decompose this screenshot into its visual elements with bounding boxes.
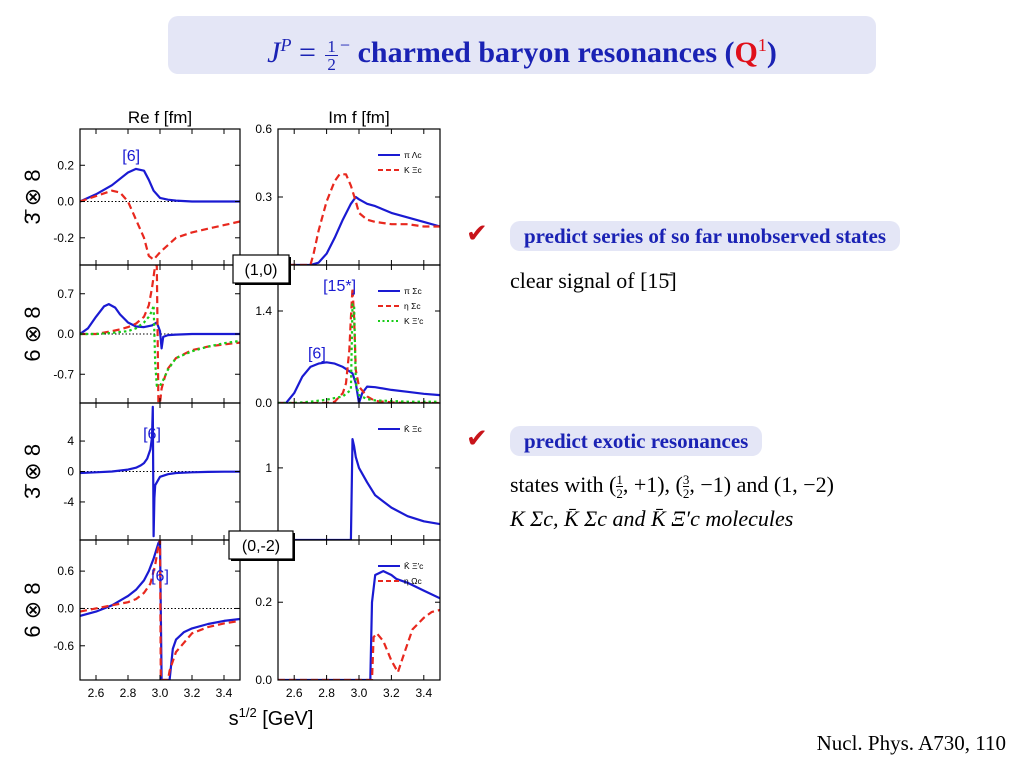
- peak-annotation: [6]: [122, 148, 140, 165]
- x-tick-label: 3.0: [351, 686, 368, 700]
- x-tick-label: 2.6: [286, 686, 303, 700]
- x-tick-label: 3.4: [216, 686, 233, 700]
- point1-detail: clear signal of [15̄]: [510, 268, 677, 293]
- y-tick-label: 4: [67, 434, 74, 448]
- reference-citation: Nucl. Phys. A730, 110: [816, 731, 1006, 755]
- series-line-red: [80, 189, 240, 261]
- series-line-blue: [80, 405, 240, 538]
- y-tick-label: 0.0: [255, 673, 272, 687]
- y-tick-label: 0: [67, 465, 74, 479]
- row-label: 3̄ ⊗ 8: [20, 169, 45, 224]
- y-tick-label: 0.0: [255, 396, 272, 410]
- series-line-red: [278, 173, 440, 265]
- x-tick-label: 3.2: [184, 686, 201, 700]
- peak-annotation: [6]: [308, 346, 326, 363]
- legend-label: K̄ Ξc: [404, 424, 423, 434]
- y-tick-label: 1: [265, 461, 272, 475]
- y-tick-label: 0.2: [57, 158, 74, 172]
- checkmark-icon: ✔: [466, 424, 488, 454]
- legend-label: π Σc: [404, 286, 422, 296]
- x-tick-label: 3.0: [152, 686, 169, 700]
- peak-annotation: [15*]: [323, 278, 356, 295]
- point2-label: predict exotic resonances: [510, 426, 763, 456]
- checkmark-icon: ✔: [466, 219, 488, 249]
- legend-label: η Ωc: [404, 576, 422, 586]
- title-equals: =: [291, 36, 324, 69]
- legend-label: K Ξc: [404, 165, 423, 175]
- y-tick-label: -4: [63, 495, 74, 509]
- y-tick-label: 0.6: [57, 564, 74, 578]
- sector-box: [232, 254, 290, 284]
- x-tick-label: 2.8: [120, 686, 137, 700]
- y-tick-label: 0.7: [57, 287, 74, 301]
- y-tick-label: 0.2: [255, 595, 272, 609]
- y-tick-label: 0.0: [57, 601, 74, 615]
- peak-annotation: [6]: [143, 426, 161, 443]
- x-tick-label: 2.6: [88, 686, 105, 700]
- sector-box: [228, 530, 294, 560]
- row-label: 6 ⊗ 8: [20, 306, 45, 361]
- series-line-blue: [80, 303, 240, 350]
- y-tick-label: -0.6: [53, 639, 74, 653]
- row-label: 3̄ ⊗ 8: [20, 444, 45, 499]
- row-label: 6 ⊗ 8: [20, 582, 45, 637]
- x-tick-label: 3.2: [383, 686, 400, 700]
- column-title: Re f [fm]: [128, 108, 192, 127]
- legend-label: K Ξ′c: [404, 316, 424, 326]
- y-tick-label: 0.3: [255, 190, 272, 204]
- series-line-blue: [80, 167, 240, 203]
- sector-label: (0,-2): [242, 538, 280, 555]
- legend-label: π Λc: [404, 150, 422, 160]
- peak-annotation: [6]: [151, 568, 169, 585]
- x-tick-label: 2.8: [318, 686, 335, 700]
- series-line-blue: [80, 540, 240, 680]
- legend-label: η Σc: [404, 301, 421, 311]
- series-line-blue: [278, 195, 440, 265]
- y-tick-label: -0.7: [53, 367, 74, 381]
- series-line-blue: [278, 569, 440, 680]
- series-line-red: [80, 540, 240, 680]
- y-tick-label: 0.0: [57, 195, 74, 209]
- x-tick-label: 3.4: [415, 686, 432, 700]
- x-axis-label: s1/2 [GeV]: [229, 705, 314, 730]
- series-line-green: [278, 303, 440, 403]
- y-tick-label: 1.4: [255, 304, 272, 318]
- series-line-green: [80, 304, 240, 387]
- legend-label: K̄ Ξ′c: [404, 561, 424, 571]
- y-tick-label: -0.2: [53, 231, 74, 245]
- series-line-blue: [278, 438, 440, 540]
- series-line-red: [278, 608, 440, 680]
- point1-label: predict series of so far unobserved stat…: [510, 221, 901, 251]
- y-tick-label: 0.0: [57, 327, 74, 341]
- point2-line2: K Σc, K̄ Σc and K̄ Ξ′c molecules: [510, 506, 794, 531]
- column-title: Im f [fm]: [328, 108, 389, 127]
- series-line-blue: [278, 361, 440, 403]
- sector-label: (1,0): [245, 262, 278, 279]
- y-tick-label: 0.6: [255, 122, 272, 136]
